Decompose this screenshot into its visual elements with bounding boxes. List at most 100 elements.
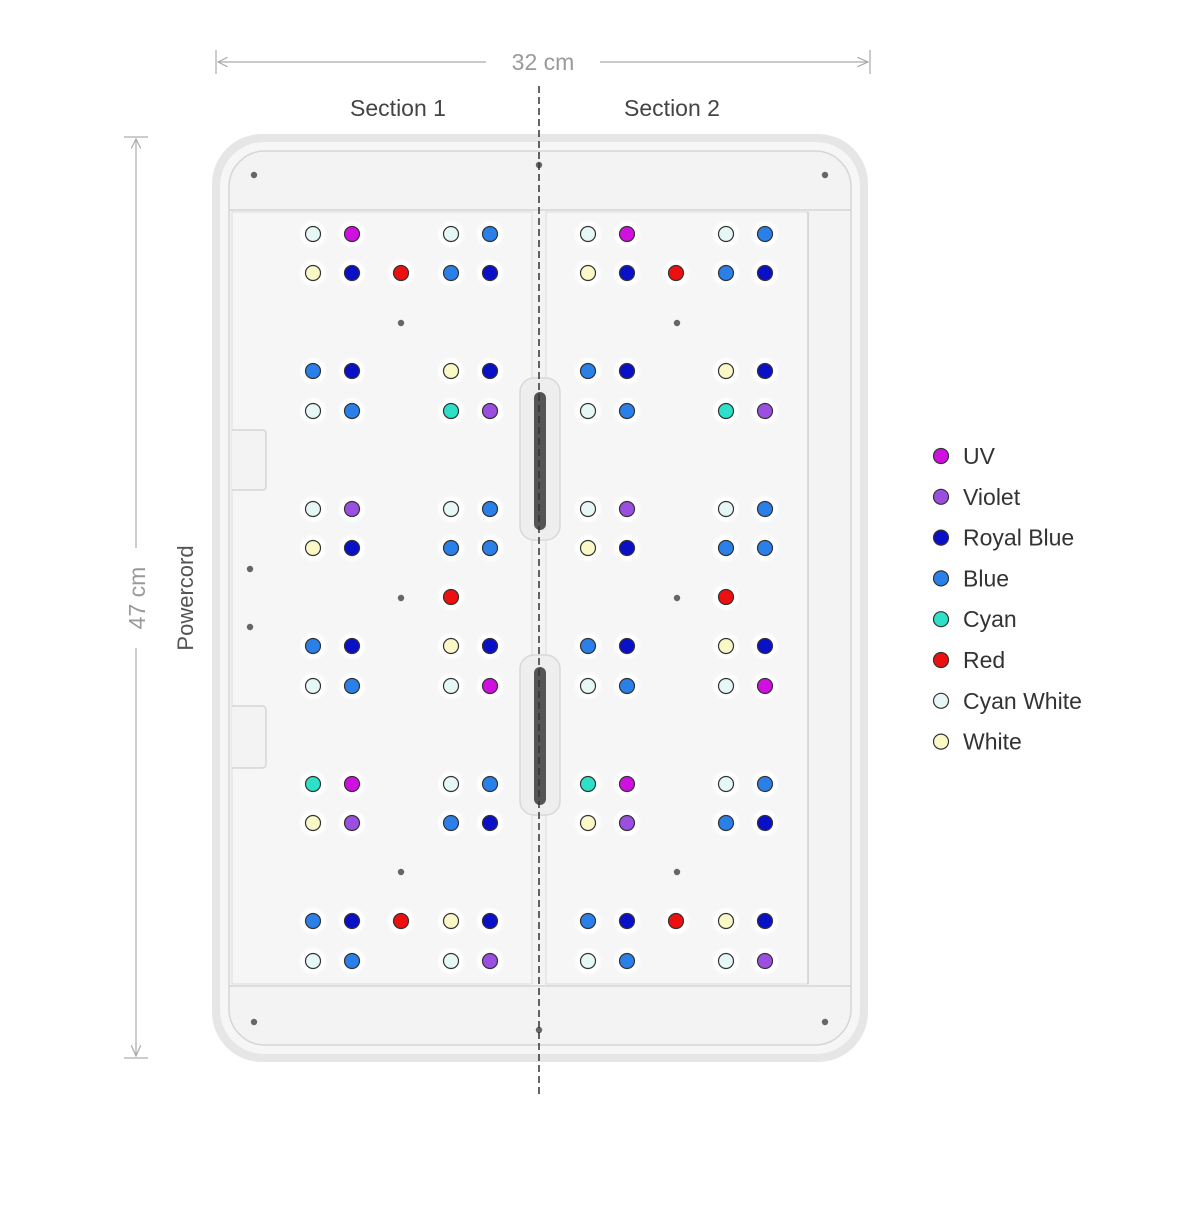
legend-swatch xyxy=(932,488,950,505)
led-cyan-white xyxy=(438,771,464,797)
led-uv xyxy=(752,673,778,699)
led-blue xyxy=(339,398,365,424)
led-blue xyxy=(438,260,464,286)
led-white xyxy=(713,908,739,934)
led-red xyxy=(713,584,739,610)
height-label: 47 cm xyxy=(124,567,150,630)
legend-swatch xyxy=(932,733,950,750)
led-violet xyxy=(477,948,503,974)
led-cyan xyxy=(438,398,464,424)
led-royal-blue xyxy=(752,633,778,659)
led-white xyxy=(438,358,464,384)
led-uv xyxy=(339,221,365,247)
led-red xyxy=(663,908,689,934)
led-royal-blue xyxy=(614,260,640,286)
led-blue xyxy=(477,771,503,797)
legend-label: Cyan xyxy=(963,606,1017,632)
led-royal-blue xyxy=(339,260,365,286)
led-uv xyxy=(614,221,640,247)
legend-item-cyan: Cyan xyxy=(932,606,1017,632)
led-royal-blue xyxy=(477,810,503,836)
led-royal-blue xyxy=(752,358,778,384)
legend-swatch xyxy=(932,529,950,546)
led-cyan-white xyxy=(438,221,464,247)
led-blue xyxy=(575,908,601,934)
led-blue xyxy=(300,908,326,934)
legend-label: Blue xyxy=(963,565,1009,591)
led-royal-blue xyxy=(614,358,640,384)
led-cyan xyxy=(713,398,739,424)
legend-item-red: Red xyxy=(932,647,1005,673)
led-cyan-white xyxy=(438,673,464,699)
led-uv xyxy=(614,771,640,797)
led-blue xyxy=(614,673,640,699)
legend-swatch xyxy=(932,570,950,587)
led-violet xyxy=(339,496,365,522)
screw-hole xyxy=(821,171,829,179)
legend-swatch xyxy=(932,692,950,709)
screw-hole xyxy=(397,868,405,876)
fixture-housing xyxy=(212,134,868,1062)
screw-hole xyxy=(673,319,681,327)
legend-item-blue: Blue xyxy=(932,565,1009,591)
led-cyan-white xyxy=(575,398,601,424)
legend-item-cyan-white: Cyan White xyxy=(932,688,1082,714)
width-dimension: 32 cm xyxy=(215,49,871,75)
legend-swatch xyxy=(932,651,950,669)
legend-label: White xyxy=(963,729,1022,755)
led-violet xyxy=(752,948,778,974)
screw-hole xyxy=(250,1018,258,1026)
led-cyan-white xyxy=(575,496,601,522)
led-cyan-white xyxy=(713,221,739,247)
led-royal-blue xyxy=(339,358,365,384)
led-royal-blue xyxy=(339,633,365,659)
width-label: 32 cm xyxy=(512,49,575,75)
led-blue xyxy=(575,358,601,384)
led-uv xyxy=(339,771,365,797)
led-white xyxy=(438,633,464,659)
led-violet xyxy=(752,398,778,424)
led-cyan-white xyxy=(300,221,326,247)
legend-label: Cyan White xyxy=(963,688,1082,714)
led-cyan-white xyxy=(300,948,326,974)
led-cyan-white xyxy=(713,673,739,699)
led-royal-blue xyxy=(752,260,778,286)
section-1-label: Section 1 xyxy=(350,95,446,121)
led-red xyxy=(388,260,414,286)
led-royal-blue xyxy=(477,260,503,286)
legend-swatch xyxy=(932,447,950,465)
led-royal-blue xyxy=(339,908,365,934)
legend-item-royal-blue: Royal Blue xyxy=(932,525,1074,551)
led-cyan-white xyxy=(300,398,326,424)
legend-label: UV xyxy=(963,443,996,469)
led-royal-blue xyxy=(752,908,778,934)
led-blue xyxy=(339,673,365,699)
screw-hole xyxy=(673,868,681,876)
led-white xyxy=(713,358,739,384)
led-royal-blue xyxy=(614,908,640,934)
led-cyan xyxy=(575,771,601,797)
legend-item-violet: Violet xyxy=(932,484,1021,510)
led-uv xyxy=(477,673,503,699)
legend-item-white: White xyxy=(932,729,1022,755)
led-cyan-white xyxy=(575,221,601,247)
legend-label: Royal Blue xyxy=(963,525,1074,551)
legend-item-uv: UV xyxy=(932,443,996,469)
led-cyan-white xyxy=(438,496,464,522)
led-royal-blue xyxy=(614,633,640,659)
led-cyan xyxy=(300,771,326,797)
led-blue xyxy=(300,633,326,659)
led-white xyxy=(300,810,326,836)
led-blue xyxy=(477,221,503,247)
led-blue xyxy=(477,535,503,561)
legend-label: Violet xyxy=(963,484,1021,510)
led-blue xyxy=(614,948,640,974)
led-royal-blue xyxy=(614,535,640,561)
screw-hole xyxy=(397,319,405,327)
led-blue xyxy=(339,948,365,974)
led-white xyxy=(713,633,739,659)
screw-hole xyxy=(673,594,681,602)
height-dimension: 47 cm xyxy=(124,136,150,1059)
